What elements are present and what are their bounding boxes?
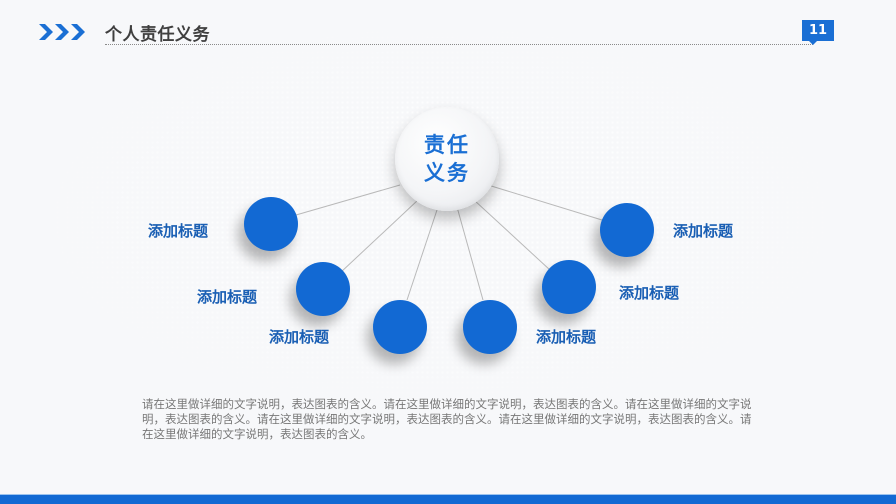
- node-circle-2[interactable]: [296, 262, 350, 316]
- node-circle-1[interactable]: [244, 197, 298, 251]
- page-number-badge: 11: [802, 20, 834, 45]
- hub-title-line2: 义务: [424, 161, 470, 185]
- triple-chevron-right-icon: [39, 24, 85, 40]
- description-text: 请在这里做详细的文字说明，表达图表的含义。请在这里做详细的文字说明，表达图表的含…: [142, 397, 752, 441]
- footer-bar: [0, 494, 896, 504]
- node-circle-4[interactable]: [463, 300, 517, 354]
- node-label-6[interactable]: 添加标题: [673, 222, 734, 240]
- node-label-4[interactable]: 添加标题: [536, 328, 597, 346]
- hub-title-line1: 责任: [424, 133, 470, 157]
- node-label-5[interactable]: 添加标题: [619, 284, 680, 302]
- node-circle-3[interactable]: [373, 300, 427, 354]
- title-divider: [105, 44, 813, 45]
- node-label-1[interactable]: 添加标题: [148, 222, 209, 240]
- hub-circle[interactable]: 责任 义务: [395, 107, 499, 211]
- node-label-3[interactable]: 添加标题: [269, 328, 330, 346]
- page-title: 个人责任义务: [105, 25, 210, 45]
- node-label-2[interactable]: 添加标题: [197, 288, 258, 306]
- node-circle-5[interactable]: [542, 260, 596, 314]
- world-map-background: [30, 20, 850, 460]
- node-circle-6[interactable]: [600, 203, 654, 257]
